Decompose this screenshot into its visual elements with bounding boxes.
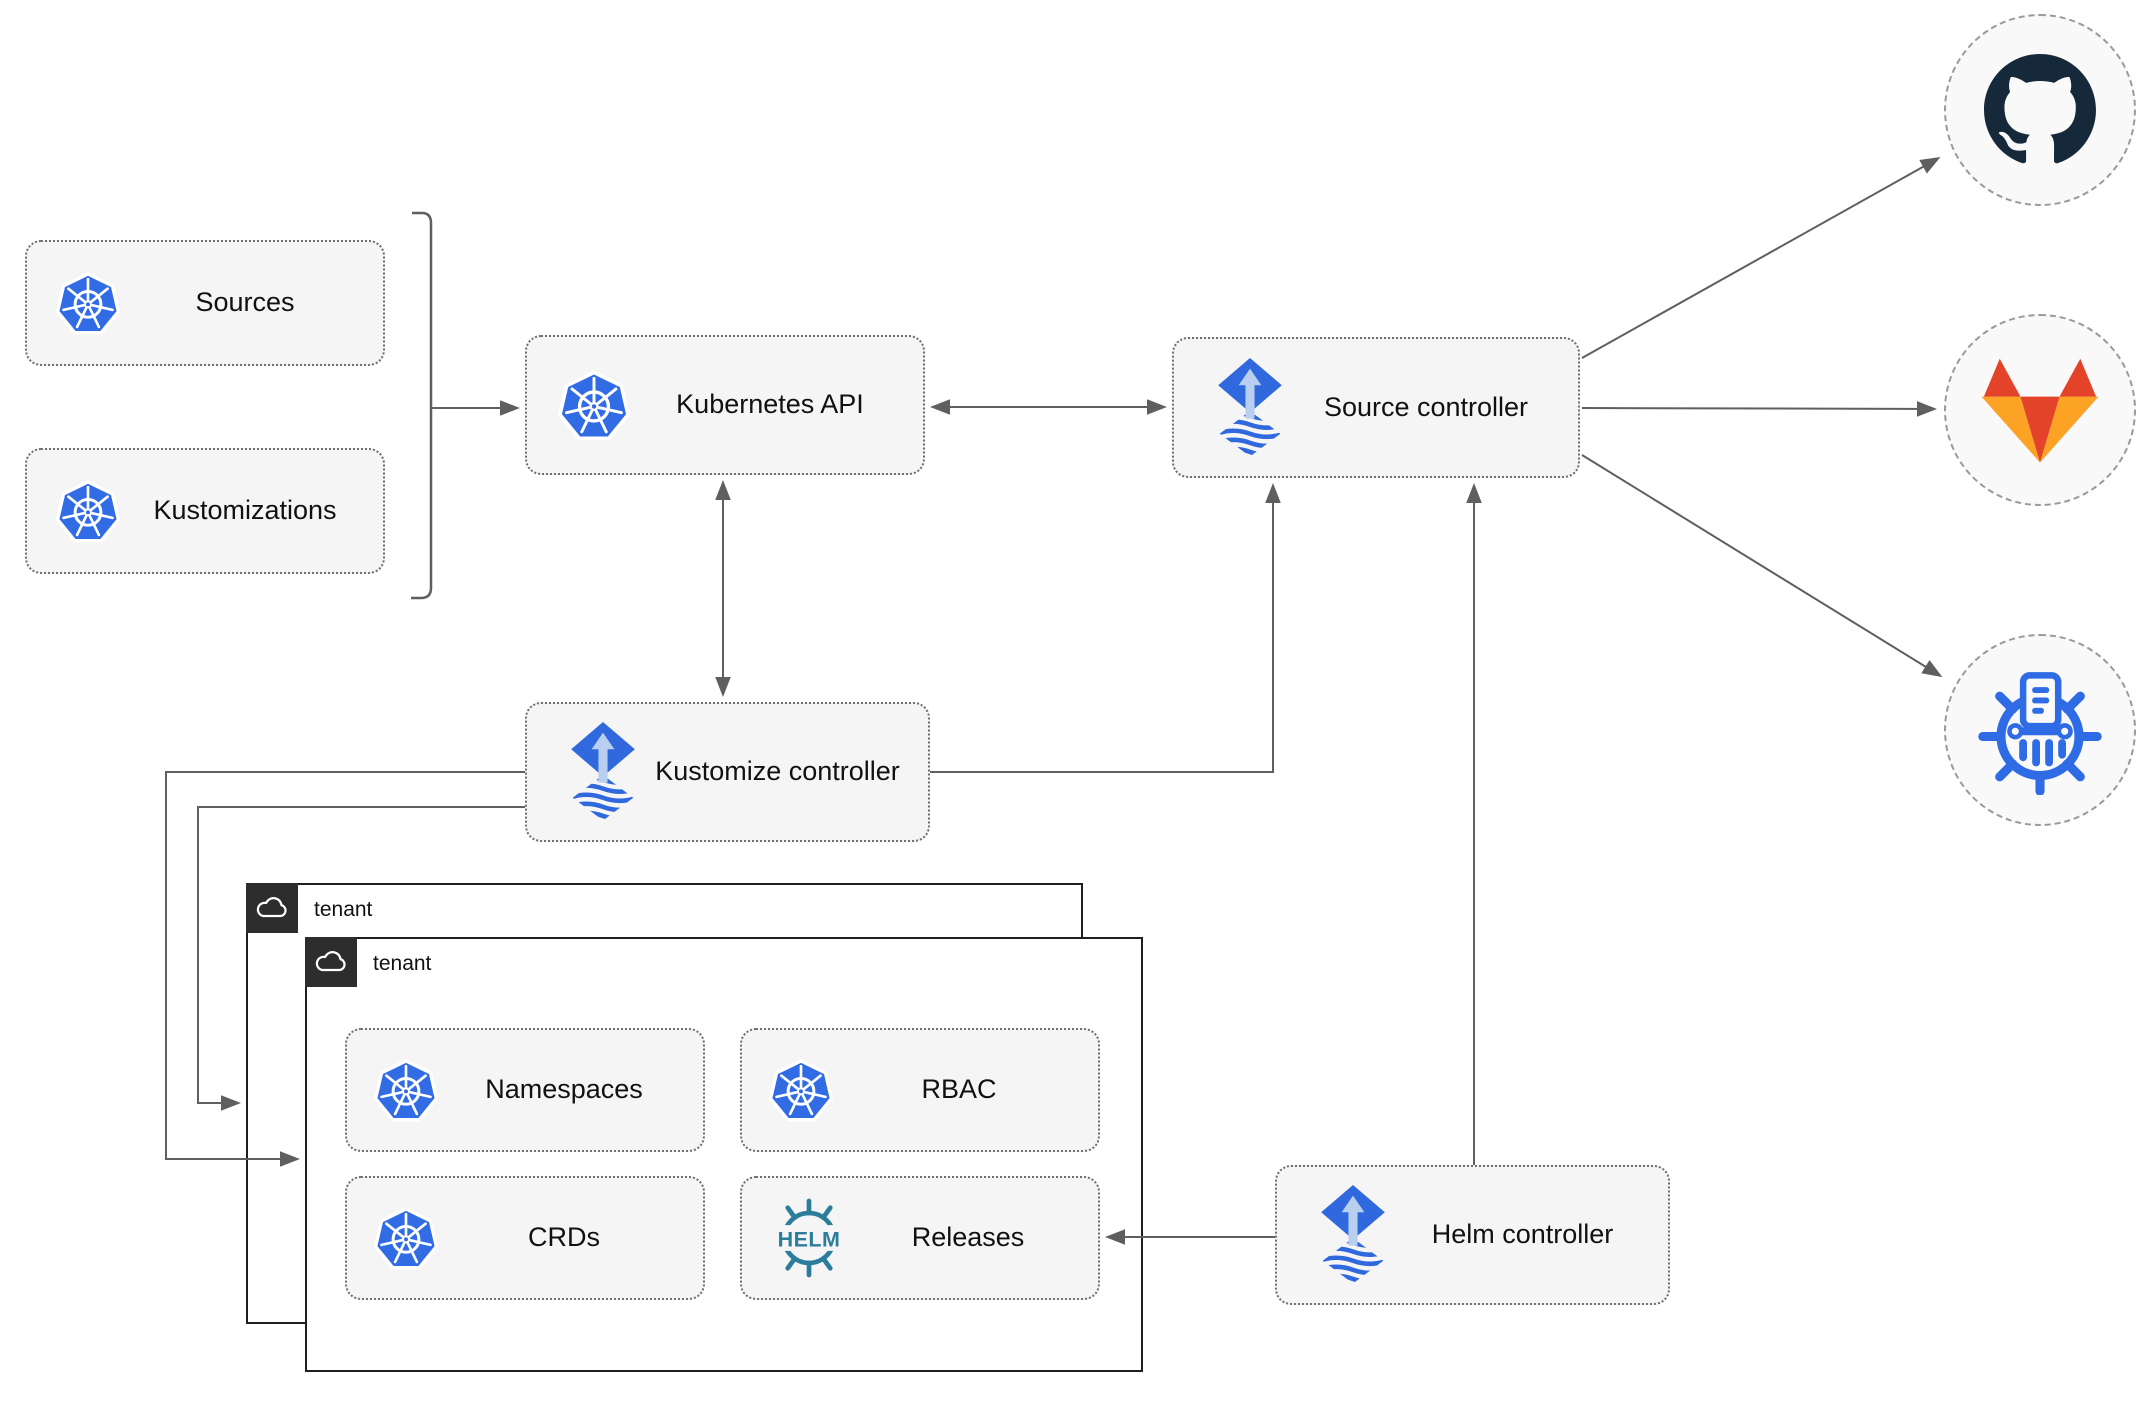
helm-controller-label: Helm controller xyxy=(1431,1219,1614,1250)
helm-logo-text: HELM xyxy=(778,1228,841,1252)
node-helm-controller: Helm controller xyxy=(1275,1165,1670,1305)
tenant-back-label: tenant xyxy=(314,898,373,921)
rbac-label: RBAC xyxy=(921,1074,997,1105)
kubernetes-icon xyxy=(768,1057,834,1123)
node-kubernetes-api: Kubernetes API xyxy=(525,335,925,475)
group-bracket xyxy=(411,211,433,600)
sources-label: Sources xyxy=(195,287,295,318)
node-kustomize-controller: Kustomize controller xyxy=(525,702,930,842)
edge-source-to-gitlab xyxy=(1581,401,1937,417)
kubernetes-icon xyxy=(373,1057,439,1123)
source-controller-label: Source controller xyxy=(1323,391,1529,422)
flux-icon xyxy=(1212,357,1288,458)
tenant-box-front: tenant xyxy=(305,937,1143,1372)
releases-label: Releases xyxy=(911,1222,1025,1253)
flux-icon xyxy=(565,722,641,822)
namespaces-label: Namespaces xyxy=(485,1074,643,1105)
gitlab-icon xyxy=(1944,314,2136,506)
node-releases: HELM Releases xyxy=(740,1176,1100,1300)
edge-source-to-registry xyxy=(1581,454,1943,678)
edge-kustomize-to-source-controller xyxy=(930,483,1281,773)
kubernetes-icon xyxy=(557,368,631,442)
helm-icon: HELM xyxy=(766,1195,852,1281)
tenant-front-label: tenant xyxy=(373,952,432,975)
kustomizations-label: Kustomizations xyxy=(153,495,337,526)
kubernetes-api-label: Kubernetes API xyxy=(676,389,864,420)
kubernetes-icon xyxy=(55,270,121,336)
node-rbac: RBAC xyxy=(740,1028,1100,1152)
node-sources: Sources xyxy=(25,240,385,366)
kubernetes-icon xyxy=(55,478,121,544)
cloud-icon xyxy=(246,883,298,933)
kubernetes-icon xyxy=(373,1205,439,1271)
edge-source-to-github xyxy=(1581,157,1941,359)
node-kustomizations: Kustomizations xyxy=(25,448,385,574)
node-crds: CRDs xyxy=(345,1176,705,1300)
container-registry-icon xyxy=(1944,634,2136,826)
flux-icon xyxy=(1315,1185,1391,1285)
node-namespaces: Namespaces xyxy=(345,1028,705,1152)
node-source-controller: Source controller xyxy=(1172,337,1580,478)
github-icon xyxy=(1944,14,2136,206)
cloud-icon xyxy=(305,937,357,987)
crds-label: CRDs xyxy=(528,1222,600,1253)
kustomize-controller-label: Kustomize controller xyxy=(655,756,900,787)
